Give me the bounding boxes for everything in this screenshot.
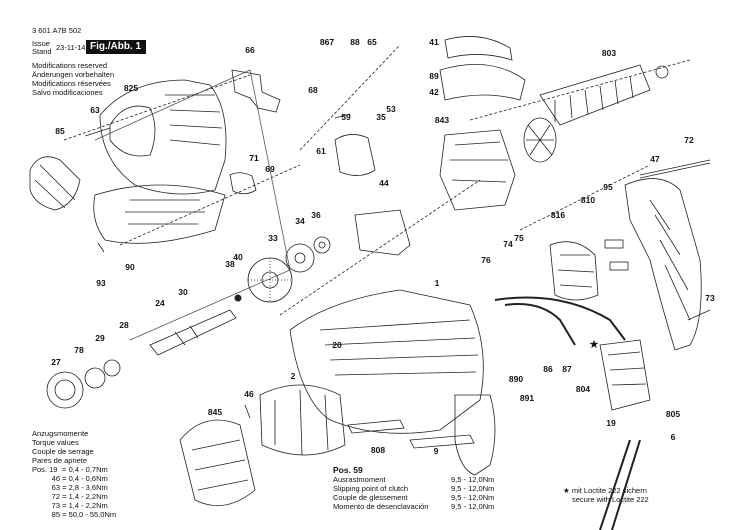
part-label-74: 74 — [503, 239, 513, 249]
part-label-20: 20 — [332, 340, 342, 350]
part-label-891: 891 — [519, 393, 535, 403]
figure-label: Fig./Abb. 1 — [86, 40, 147, 54]
part-label-38: 38 — [225, 259, 235, 269]
torque-row: 72 = 1,4 - 2,2Nm — [51, 492, 108, 501]
part-label-87: 87 — [562, 364, 572, 374]
torque-values-block: Anzugsmomente Torque values Couple de se… — [32, 429, 116, 519]
modifications-line: Modifications réservées — [32, 79, 111, 88]
part-label-86: 86 — [543, 364, 553, 374]
part-label-808: 808 — [370, 445, 386, 455]
torque-title: Couple de serrage — [32, 447, 94, 456]
part-label-76: 76 — [481, 255, 491, 265]
part-label-33: 33 — [268, 233, 278, 243]
issue-label: Issue — [32, 39, 50, 48]
part-label-34: 34 — [295, 216, 305, 226]
part-label-9: 9 — [433, 446, 439, 456]
part-label-6: 6 — [670, 432, 676, 442]
torque-row: 73 = 1,4 - 2,2Nm — [51, 501, 108, 510]
part-label-40: 40 — [233, 252, 243, 262]
part-label-29: 29 — [95, 333, 105, 343]
part-label-85: 85 — [55, 126, 65, 136]
part-label-89: 89 — [429, 71, 439, 81]
part-label-890: 890 — [508, 374, 524, 384]
part-label-825: 825 — [123, 83, 139, 93]
stand-label: Stand — [32, 47, 52, 56]
torque-title: Anzugsmomente — [32, 429, 89, 438]
part-label-41: 41 — [429, 37, 439, 47]
part-label-845: 845 — [207, 407, 223, 417]
part-label-30: 30 — [178, 287, 188, 297]
part-label-46: 46 — [244, 389, 254, 399]
torque-row: 46 = 0,4 - 0,6Nm — [51, 474, 108, 483]
part-label-27: 27 — [51, 357, 61, 367]
part-label-2: 2 — [290, 371, 296, 381]
part-label-72: 72 — [684, 135, 694, 145]
torque-row: 63 = 2,8 - 3,6Nm — [51, 483, 108, 492]
part-label-66: 66 — [245, 45, 255, 55]
part-label-88: 88 — [350, 37, 360, 47]
part-label-68: 68 — [308, 85, 318, 95]
part-label-805: 805 — [665, 409, 681, 419]
pos59-title: Pos. 59 — [333, 465, 363, 475]
part-label-59: 59 — [341, 112, 351, 122]
part-label-53: 53 — [386, 104, 396, 114]
torque-row: Pos. 19 = 0,4 - 0,7Nm — [32, 465, 108, 474]
part-label-93: 93 — [96, 278, 106, 288]
part-label-36: 36 — [311, 210, 321, 220]
part-label-843: 843 — [434, 115, 450, 125]
part-label-35: 35 — [376, 112, 386, 122]
part-label-44: 44 — [379, 178, 389, 188]
document-number: 3 601 A7B 502 — [32, 26, 82, 35]
part-label-803: 803 — [601, 48, 617, 58]
part-label-804: 804 — [575, 384, 591, 394]
star-icon: ★ — [589, 339, 599, 351]
issue-date: 23-11-14 — [56, 43, 86, 52]
loctite-note: ★ mit Loctite 222 sichern secure with Lo… — [563, 486, 649, 504]
part-label-90: 90 — [125, 262, 135, 272]
part-label-71: 71 — [249, 153, 259, 163]
part-label-47: 47 — [650, 154, 660, 164]
part-label-867: 867 — [319, 37, 335, 47]
part-label-42: 42 — [429, 87, 439, 97]
part-label-95: 95 — [603, 182, 613, 192]
torque-title: Torque values — [32, 438, 79, 447]
star-icon: ★ — [563, 486, 570, 495]
torque-row: 85 = 50,0 - 55,0Nm — [51, 510, 117, 519]
part-label-69: 69 — [265, 164, 275, 174]
modifications-line: Änderungen vorbehalten — [32, 70, 115, 79]
modifications-note: Modifications reserved Änderungen vorbeh… — [32, 61, 114, 97]
part-label-75: 75 — [514, 233, 524, 243]
part-label-816: 816 — [550, 210, 566, 220]
part-label-65: 65 — [367, 37, 377, 47]
part-label-61: 61 — [316, 146, 326, 156]
part-label-78: 78 — [74, 345, 84, 355]
part-label-73: 73 — [705, 293, 715, 303]
part-label-19: 19 — [606, 418, 616, 428]
torque-title: Pares de apriete — [32, 456, 88, 465]
part-label-810: 810 — [580, 195, 596, 205]
modifications-line: Modifications reserved — [32, 61, 108, 70]
part-label-28: 28 — [119, 320, 129, 330]
modifications-line: Salvo modificaciones — [32, 88, 103, 97]
part-label-63: 63 — [90, 105, 100, 115]
part-label-24: 24 — [155, 298, 165, 308]
part-label-1: 1 — [434, 278, 440, 288]
